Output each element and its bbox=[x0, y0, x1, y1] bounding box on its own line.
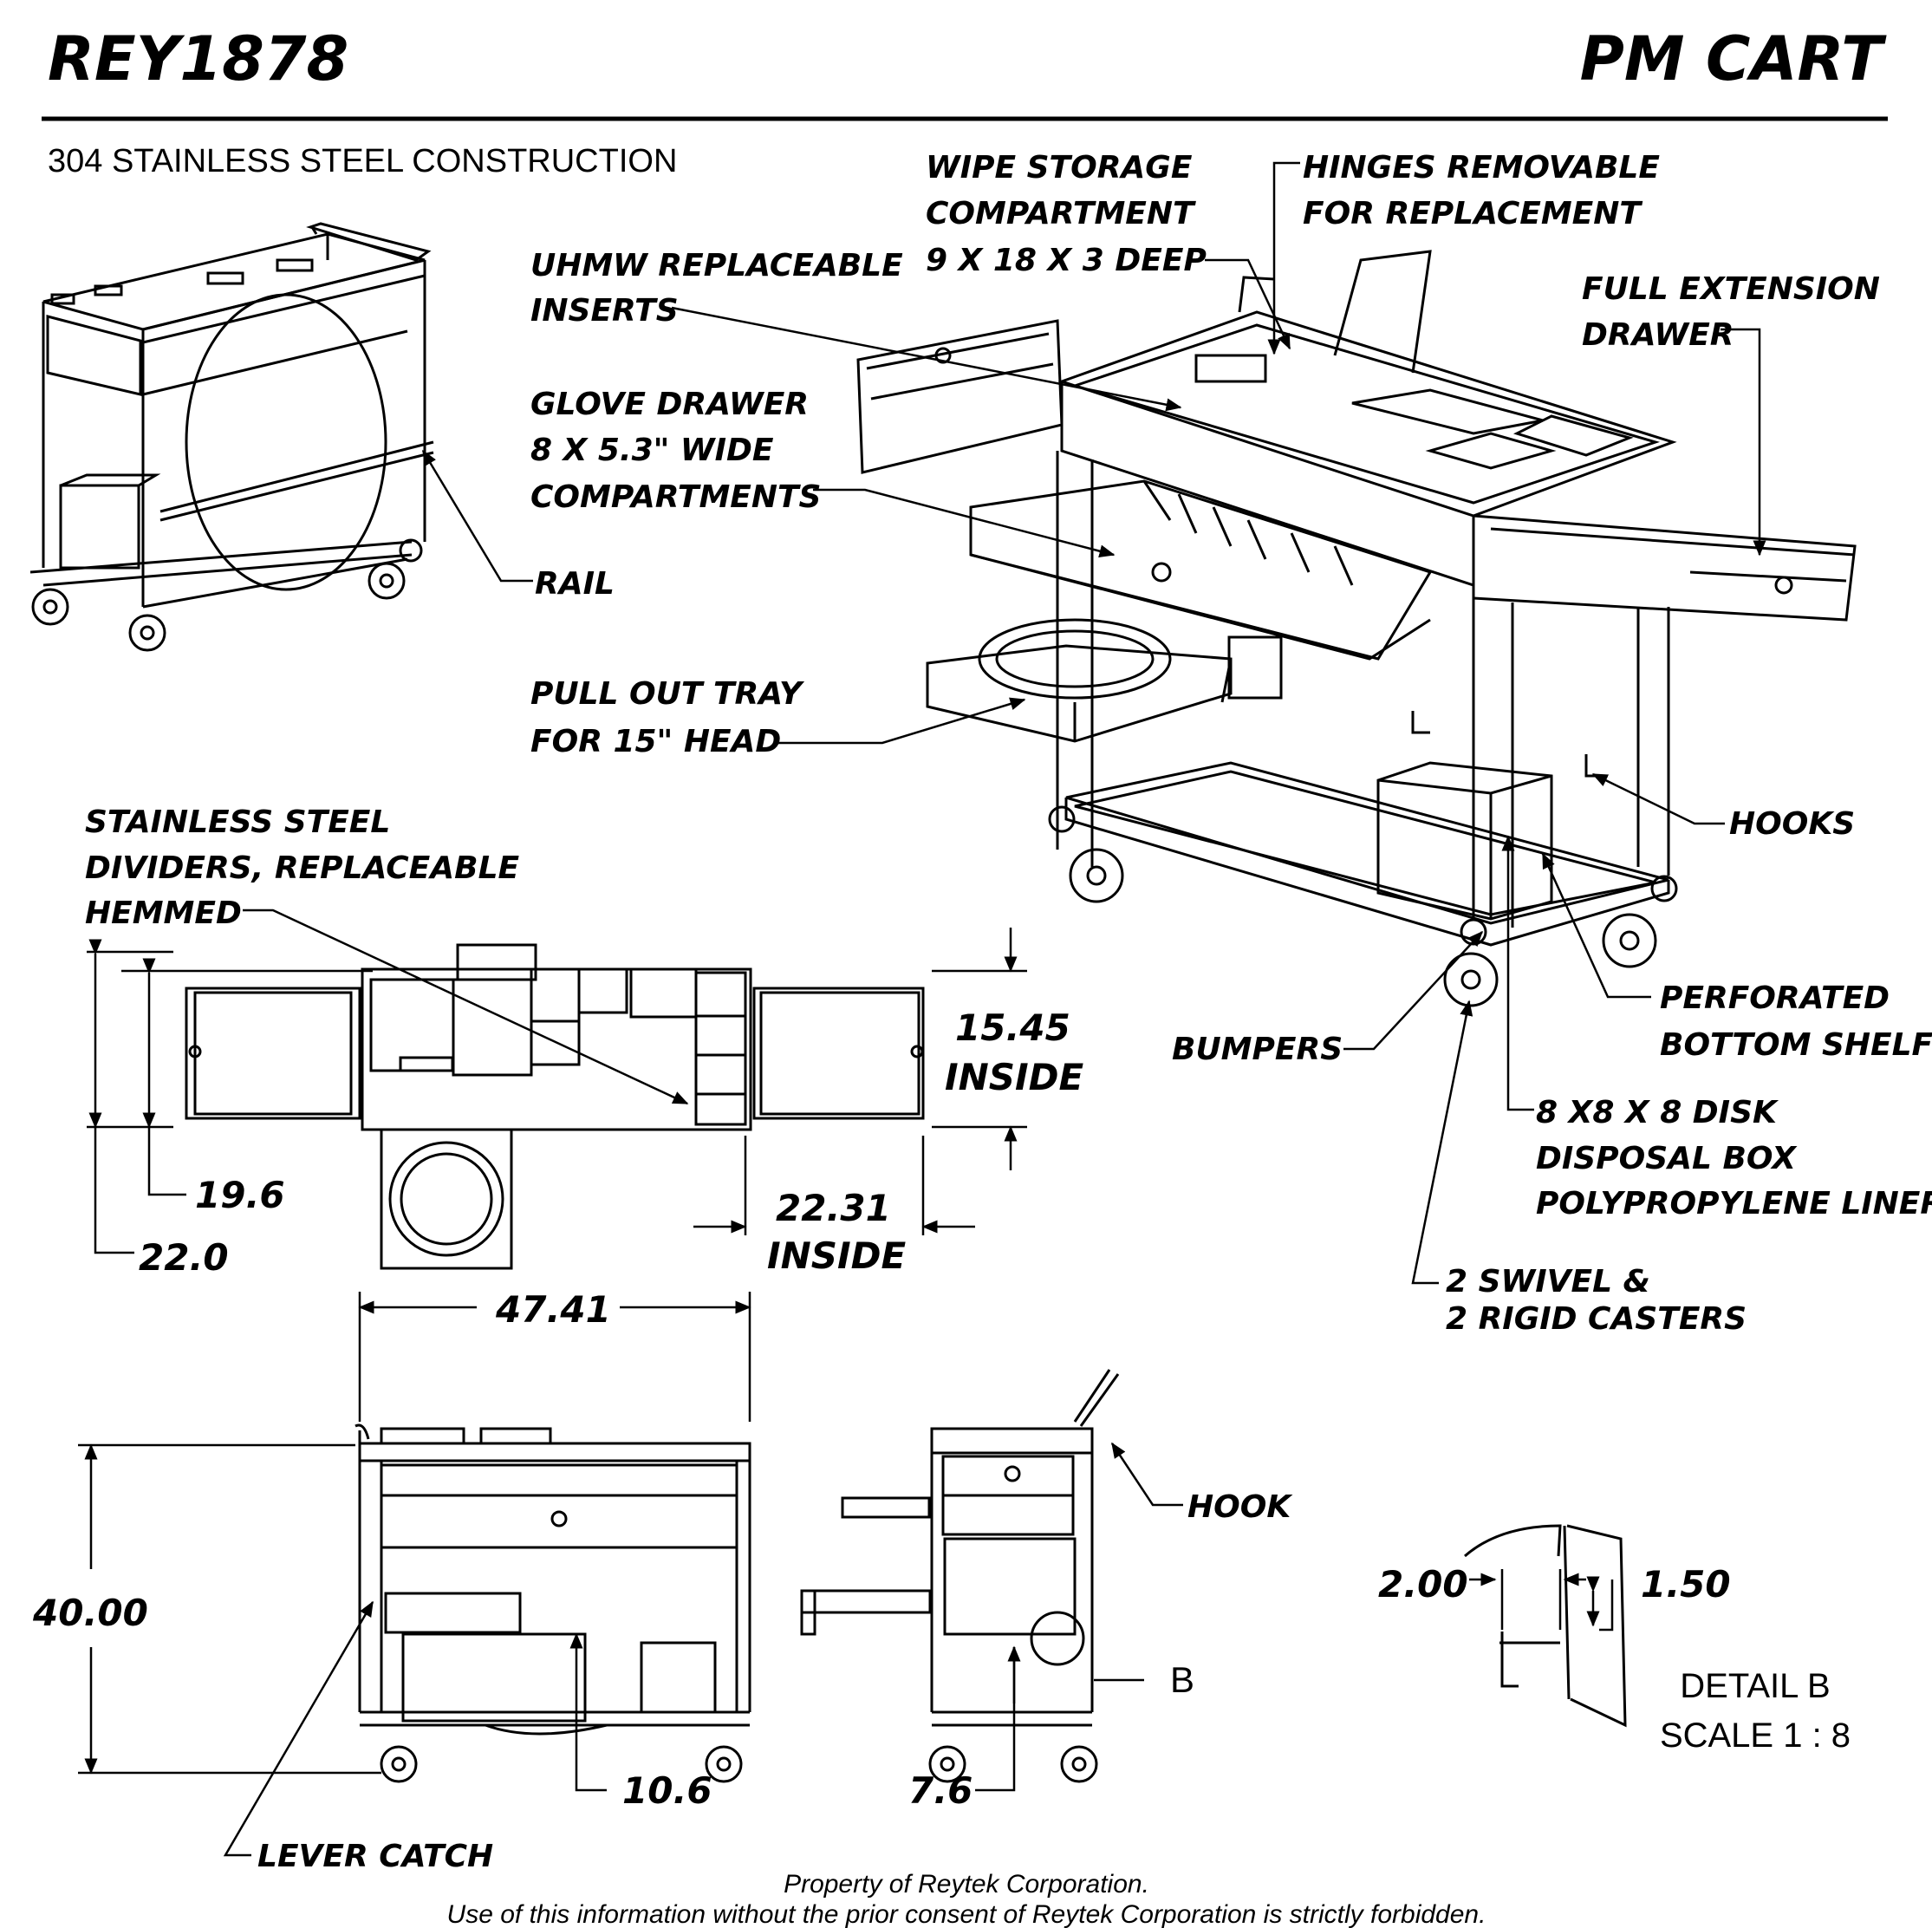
callout-dividers-line2: DIVIDERS, REPLACEABLE bbox=[85, 850, 520, 886]
material-note: 304 STAINLESS STEEL CONSTRUCTION bbox=[48, 143, 677, 179]
callout-full-extension-line2: DRAWER bbox=[1582, 317, 1734, 353]
callout-casters-line1: 2 SWIVEL & bbox=[1446, 1264, 1650, 1299]
part-number: REY1878 bbox=[48, 23, 348, 94]
dim-detail-1-50: 1.50 bbox=[1641, 1563, 1731, 1606]
callout-pull-out-line2: FOR 15" HEAD bbox=[530, 724, 781, 759]
dimension-lines bbox=[78, 928, 1614, 1792]
leader-perforated bbox=[1541, 852, 1651, 999]
callout-hinges-line2: FOR REPLACEMENT bbox=[1303, 196, 1643, 231]
title-block: REY1878 PM CART 304 STAINLESS STEEL CONS… bbox=[42, 23, 1888, 179]
callout-labels: UHMW REPLACEABLE INSERTS WIPE STORAGE CO… bbox=[85, 150, 1932, 1874]
dim-15-45-inside: INSIDE bbox=[945, 1056, 1084, 1098]
leader-uhmw bbox=[671, 306, 1182, 412]
callout-glove-line3: COMPARTMENTS bbox=[530, 479, 821, 515]
leader-wipe bbox=[1205, 258, 1291, 350]
dim-detail-2-00: 2.00 bbox=[1378, 1563, 1468, 1606]
leader-pull-out bbox=[774, 697, 1026, 745]
callout-disposal-line1: 8 X8 X 8 DISK bbox=[1536, 1095, 1779, 1130]
dim-10-6: 10.6 bbox=[622, 1769, 712, 1812]
dim-22-31-inside: INSIDE bbox=[767, 1234, 907, 1277]
leader-full-extension bbox=[1721, 328, 1766, 557]
callout-pull-out-line1: PULL OUT TRAY bbox=[530, 676, 805, 712]
leader-glove bbox=[813, 488, 1116, 558]
footer-property-line: Property of Reytek Corporation. bbox=[784, 1870, 1149, 1899]
leader-bumpers bbox=[1343, 930, 1484, 1051]
callout-bumpers: BUMPERS bbox=[1172, 1032, 1343, 1067]
plan-view bbox=[185, 943, 925, 1270]
callout-dividers-line1: STAINLESS STEEL bbox=[85, 804, 390, 840]
dim-19-6: 19.6 bbox=[195, 1174, 285, 1216]
detail-b-scale: SCALE 1 : 8 bbox=[1660, 1716, 1851, 1755]
callout-perforated-line2: BOTTOM SHELF bbox=[1660, 1027, 1932, 1063]
callout-uhmw-line1: UHMW REPLACEABLE bbox=[530, 248, 903, 283]
callout-hinges-line1: HINGES REMOVABLE bbox=[1303, 150, 1660, 186]
callout-hooks: HOOKS bbox=[1729, 806, 1855, 842]
footer: Property of Reytek Corporation. Use of t… bbox=[447, 1870, 1486, 1928]
callout-wipe-line2: COMPARTMENT bbox=[926, 196, 1196, 231]
callout-disposal-line2: DISPOSAL BOX bbox=[1536, 1141, 1798, 1176]
callout-dividers-line3: HEMMED bbox=[85, 896, 242, 931]
callout-lever-catch: LEVER CATCH bbox=[257, 1839, 493, 1874]
detail-b-view bbox=[1464, 1524, 1627, 1728]
leader-lever-catch bbox=[223, 1600, 374, 1857]
dim-22-0: 22.0 bbox=[139, 1236, 229, 1279]
dimension-labels: 15.45 INSIDE 19.6 22.0 22.31 INSIDE 47.4… bbox=[32, 1006, 1731, 1812]
leader-casters bbox=[1411, 1000, 1473, 1285]
callout-casters-line2: 2 RIGID CASTERS bbox=[1446, 1301, 1747, 1337]
dim-40-00: 40.00 bbox=[32, 1592, 148, 1634]
part-name: PM CART bbox=[1580, 23, 1888, 94]
detail-b-title: DETAIL B bbox=[1680, 1667, 1830, 1705]
callout-full-extension-line1: FULL EXTENSION bbox=[1582, 271, 1880, 307]
leader-hinges bbox=[1267, 161, 1300, 355]
leader-rail bbox=[421, 449, 533, 583]
dim-47-41: 47.41 bbox=[495, 1288, 611, 1331]
leader-dividers bbox=[243, 909, 689, 1105]
footer-consent-line: Use of this information without the prio… bbox=[447, 1900, 1486, 1928]
dim-15-45: 15.45 bbox=[955, 1006, 1070, 1049]
leader-hooks bbox=[1591, 772, 1725, 825]
leader-lines bbox=[223, 161, 1766, 1857]
detail-b-marker: B bbox=[1170, 1659, 1194, 1700]
front-view bbox=[355, 1423, 751, 1783]
callout-glove-line1: GLOVE DRAWER bbox=[530, 387, 809, 422]
dim-22-31: 22.31 bbox=[776, 1187, 891, 1229]
callout-wipe-line1: WIPE STORAGE bbox=[926, 150, 1193, 186]
callout-hook: HOOK bbox=[1187, 1489, 1293, 1525]
callout-wipe-line3: 9 X 18 X 3 DEEP bbox=[926, 243, 1207, 278]
detail-b-labels: B DETAIL B SCALE 1 : 8 bbox=[1170, 1659, 1851, 1755]
leader-hook bbox=[1110, 1442, 1183, 1507]
callout-perforated-line1: PERFORATED bbox=[1660, 980, 1890, 1016]
callout-disposal-line3: POLYPROPYLENE LINER bbox=[1536, 1186, 1932, 1221]
callout-rail: RAIL bbox=[535, 566, 615, 602]
callout-uhmw-line2: INSERTS bbox=[530, 293, 679, 329]
small-iso-view bbox=[29, 222, 434, 652]
dim-7-6: 7.6 bbox=[908, 1769, 973, 1812]
callout-glove-line2: 8 X 5.3" WIDE bbox=[530, 433, 774, 468]
leader-disposal-box bbox=[1501, 835, 1534, 1111]
side-view bbox=[800, 1369, 1120, 1783]
main-iso-view bbox=[856, 250, 1857, 1007]
